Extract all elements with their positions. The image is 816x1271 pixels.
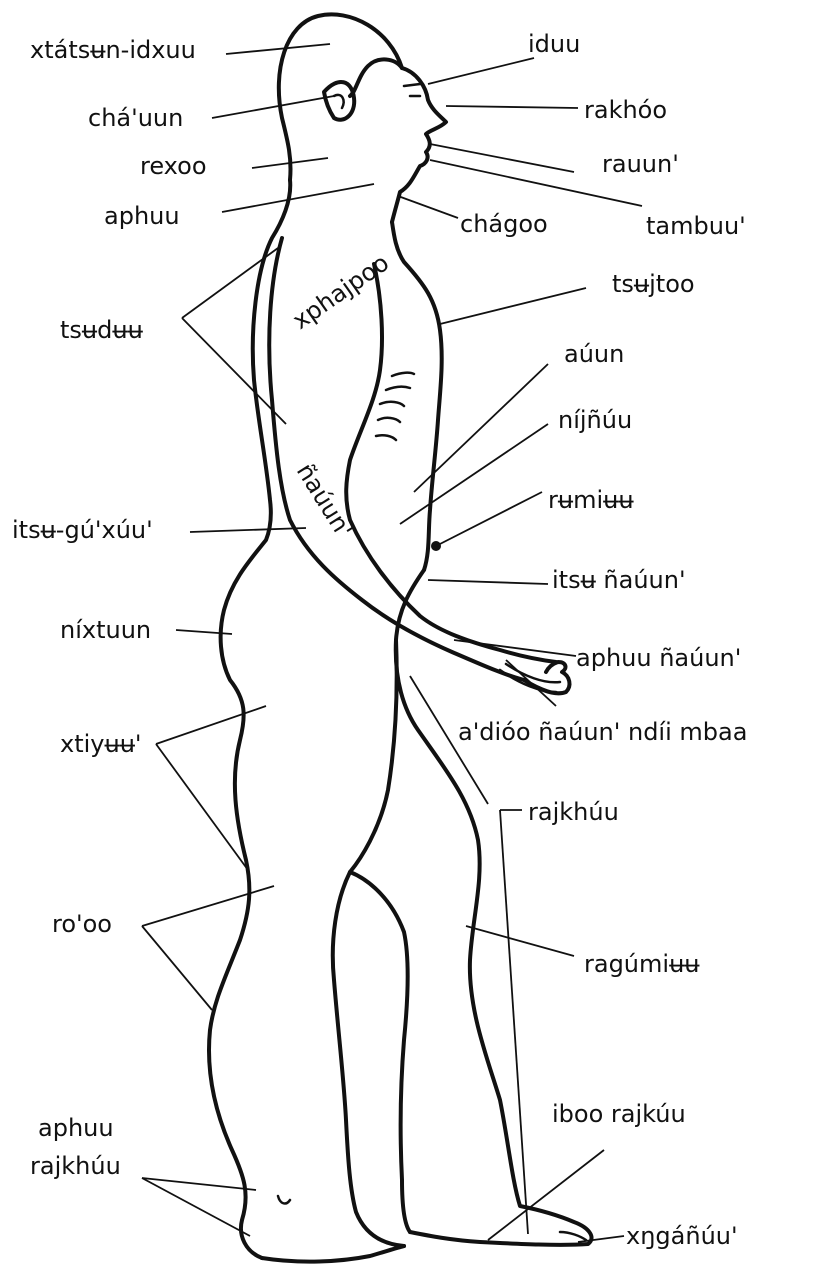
- leader-head: [226, 44, 330, 54]
- leader-chest: [440, 288, 586, 324]
- leader-thigh-1: [156, 706, 266, 744]
- label-throat: chágoo: [460, 210, 548, 238]
- leader-eye: [428, 58, 534, 84]
- label-ankle-line1: aphuu: [38, 1114, 114, 1142]
- head-outline: [279, 14, 402, 180]
- hairline-outline: [350, 59, 402, 96]
- leader-back-1: [182, 248, 278, 318]
- leader-ribs: [400, 424, 548, 524]
- front-torso-outline: [392, 222, 442, 570]
- label-knee: roꞌoo: [52, 910, 112, 938]
- label-waist: itsʉ-gúꞌxúuꞌ: [12, 516, 153, 544]
- ear-inner: [334, 95, 344, 108]
- label-leg: rajkhúu: [528, 798, 619, 826]
- label-buttock: níxtuun: [60, 616, 151, 644]
- leader-mouth: [430, 144, 574, 172]
- label-fingers: aꞌdióo ñaúunꞌ ndíi mbaa: [458, 718, 747, 746]
- leader-knee-2: [142, 926, 212, 1010]
- leader-navel: [436, 492, 542, 546]
- human-figure-outline: [209, 14, 592, 1261]
- label-belly: aúun: [564, 340, 624, 368]
- back-foot-outline: [262, 1246, 404, 1262]
- label-chin: tambuuꞌ: [646, 212, 746, 240]
- label-nose: rakhóo: [584, 96, 667, 124]
- eyebrow: [404, 84, 420, 86]
- label-eye: iduu: [528, 30, 580, 58]
- label-head: xtátsʉn-idxuu: [30, 36, 196, 64]
- label-thigh: xtiyʉʉꞌ: [60, 730, 142, 758]
- ear-outline: [324, 82, 354, 120]
- labels: xtátsʉn-idxuu cháꞌuun rexoo aphuu iduu r…: [12, 30, 747, 1250]
- label-toes: xŋgáñúuꞌ: [626, 1222, 738, 1250]
- leader-nose: [446, 106, 578, 108]
- label-ribs: níjñúu: [558, 406, 632, 434]
- back-leg-front-edge: [350, 872, 410, 1232]
- leader-buttock: [176, 630, 232, 634]
- leader-throat: [398, 196, 458, 218]
- label-calf: ragúmiʉʉ: [584, 950, 700, 978]
- label-instep: iboo rajkúu: [552, 1100, 686, 1128]
- rib-mark-4: [378, 418, 400, 422]
- back-outline: [209, 180, 290, 1258]
- label-navel: rʉmiʉʉ: [548, 486, 634, 514]
- toe-mark: [560, 1232, 586, 1240]
- rib-mark-3: [380, 402, 404, 406]
- label-chest: tsʉjtoo: [612, 270, 695, 298]
- label-neck: aphuu: [104, 202, 180, 230]
- label-elbow: itsʉ ñaúunꞌ: [552, 566, 686, 594]
- rib-mark-5: [376, 435, 396, 440]
- leader-neck: [222, 184, 374, 212]
- leader-belly: [414, 364, 548, 492]
- leader-ear: [212, 96, 334, 118]
- label-cheek: rexoo: [140, 152, 207, 180]
- leader-knee-1: [142, 886, 274, 926]
- rib-mark-2: [386, 387, 410, 390]
- label-back: tsʉdʉʉ: [60, 316, 144, 344]
- leader-waist: [190, 528, 306, 532]
- rib-mark-1: [392, 373, 414, 376]
- label-ear: cháꞌuun: [88, 104, 183, 132]
- label-ankle-line2: rajkhúu: [30, 1152, 121, 1180]
- leader-elbow: [428, 580, 548, 584]
- inner-leg-outline: [333, 640, 404, 1246]
- label-wrist: aphuu ñaúunꞌ: [576, 644, 741, 672]
- arm-front-edge: [346, 264, 556, 662]
- leader-calf: [466, 926, 574, 956]
- ankle-mark: [278, 1196, 290, 1203]
- label-mouth: rauunꞌ: [602, 150, 679, 178]
- leader-ankle-2: [142, 1178, 250, 1236]
